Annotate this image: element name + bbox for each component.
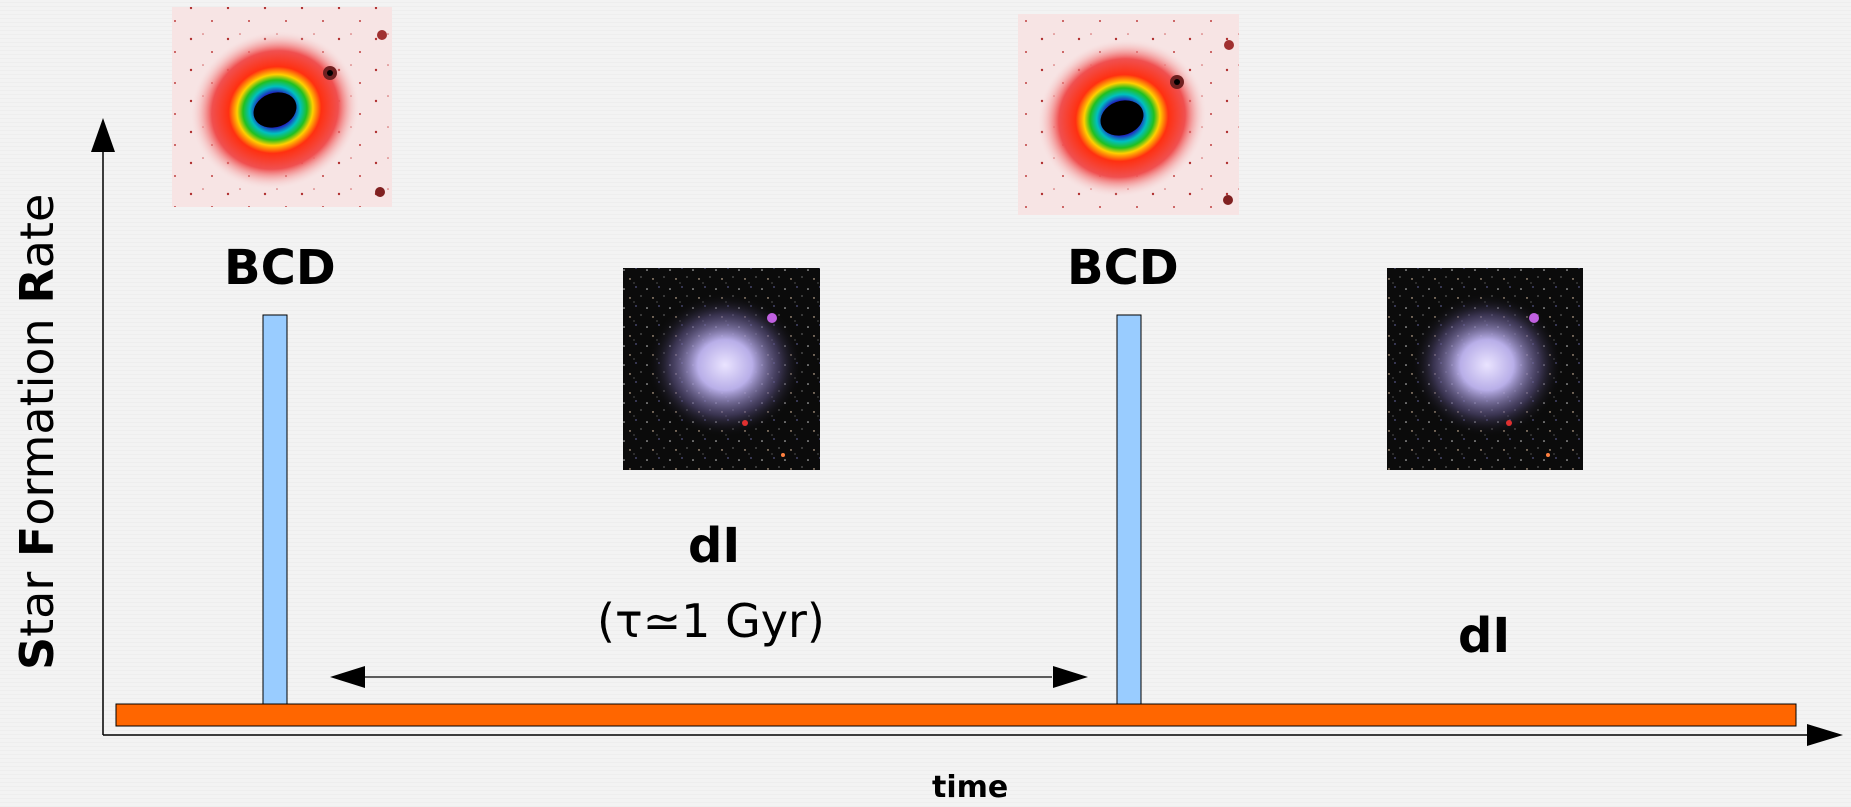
interval-label: (τ≃1 Gyr) <box>597 594 825 648</box>
y-axis-label-part: ate <box>10 193 64 269</box>
bcd-galaxy-image-2 <box>1018 14 1239 215</box>
y-axis-label: Star Formation Rate <box>10 194 64 670</box>
y-axis-label-part: R <box>10 268 64 304</box>
baseline-sfr-bar <box>115 703 1797 727</box>
y-axis-label-part: ormation <box>10 303 64 526</box>
stage-label-bcd-1: BCD <box>224 240 336 296</box>
stage-label-bcd-2: BCD <box>1067 240 1179 296</box>
di-galaxy-image-1 <box>623 268 820 470</box>
x-axis-label: time <box>932 770 1009 805</box>
stage-label-di-2: dI <box>1458 608 1511 664</box>
y-axis-label-part: S <box>10 636 64 670</box>
burst-bar-1 <box>262 314 288 705</box>
di-galaxy-image-2 <box>1387 268 1583 470</box>
stage-label-di-1: dI <box>688 518 741 574</box>
y-axis-label-part: tar <box>10 557 64 637</box>
interval-arrow-left-head <box>330 666 365 688</box>
bcd-galaxy-image-1 <box>172 7 392 207</box>
y-axis-label-part: F <box>10 525 64 558</box>
burst-bar-2 <box>1116 314 1142 705</box>
interval-arrow-right-head <box>1053 666 1088 688</box>
y-axis-arrowhead <box>91 118 115 152</box>
x-axis-arrowhead <box>1807 724 1843 746</box>
